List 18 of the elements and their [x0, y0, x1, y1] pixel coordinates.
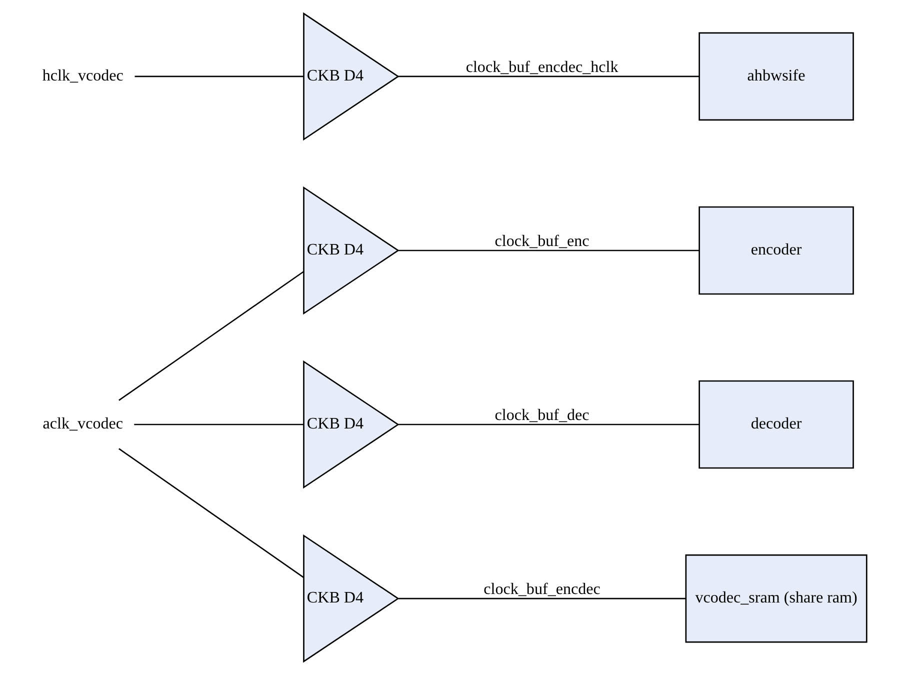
edge-label: clock_buf_encdec_hclk — [466, 58, 618, 76]
connector — [134, 424, 304, 426]
node-box: ahbwsife — [698, 32, 854, 121]
edge-label: clock_buf_dec — [494, 406, 590, 424]
node-box: vcodec_sram (share ram) — [685, 554, 868, 643]
node-box: encoder — [698, 206, 854, 295]
connector — [398, 250, 700, 252]
connector — [134, 76, 304, 78]
connector — [398, 424, 700, 426]
edge-label: clock_buf_encdec — [484, 580, 600, 598]
edge-label: clock_buf_enc — [494, 232, 590, 250]
connector — [398, 598, 686, 600]
node-box: decoder — [698, 380, 854, 469]
connector — [118, 448, 304, 578]
connector — [118, 270, 304, 401]
node-text: hclk_vcodec — [42, 68, 124, 85]
node-text: aclk_vcodec — [42, 416, 123, 433]
connector — [398, 76, 700, 78]
